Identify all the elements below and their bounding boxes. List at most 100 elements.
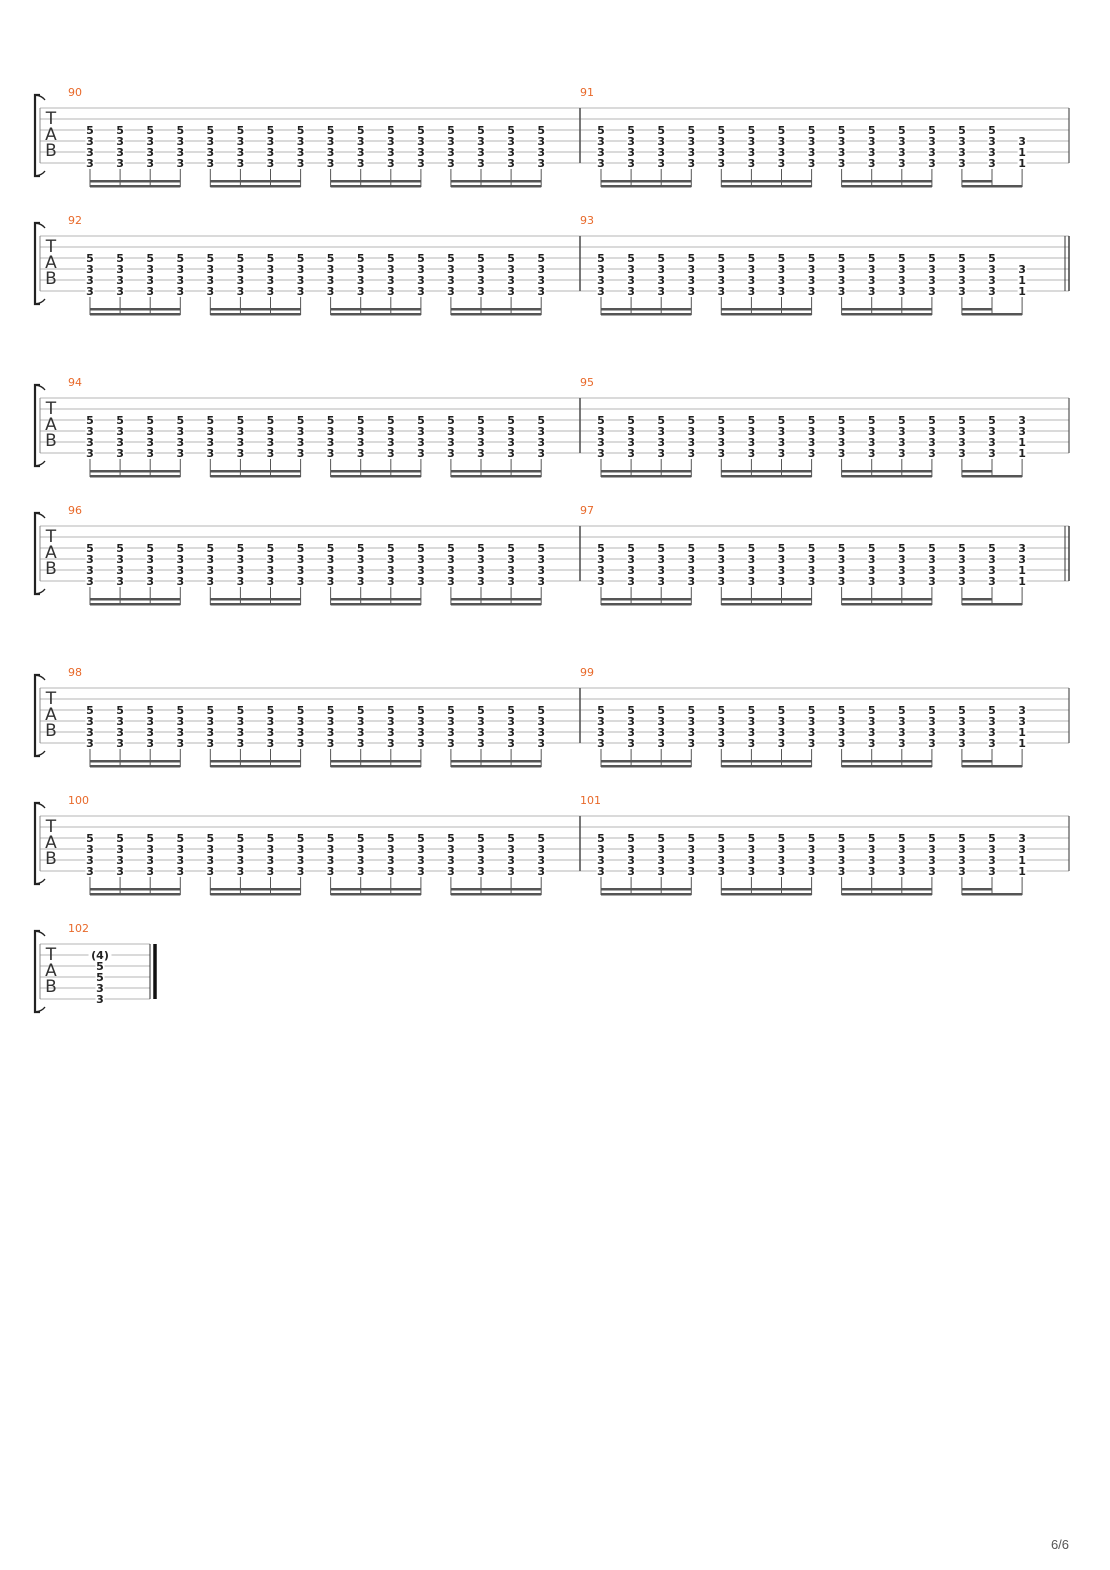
fret-number: 3 bbox=[237, 843, 245, 856]
fret-number: 3 bbox=[297, 737, 305, 750]
fret-mask bbox=[626, 844, 636, 853]
fret-mask bbox=[897, 844, 907, 853]
fret-mask bbox=[1017, 264, 1027, 273]
beam-secondary bbox=[330, 470, 421, 473]
fret-number: 5 bbox=[176, 124, 184, 137]
fret-number: 3 bbox=[206, 425, 214, 438]
beam-primary bbox=[450, 765, 542, 768]
fret-number: 3 bbox=[357, 843, 365, 856]
fret-mask bbox=[867, 147, 877, 156]
fret-number: 3 bbox=[687, 274, 695, 287]
tab-clef-letter: A bbox=[45, 415, 57, 435]
fret-mask bbox=[115, 554, 125, 563]
fret-mask bbox=[626, 716, 636, 725]
fret-number: 3 bbox=[206, 553, 214, 566]
fret-number: 3 bbox=[357, 575, 365, 588]
fret-number: 3 bbox=[958, 157, 966, 170]
fret-mask bbox=[837, 576, 847, 585]
fret-mask bbox=[115, 738, 125, 747]
fret-number: 5 bbox=[477, 542, 485, 555]
fret-number: 5 bbox=[808, 414, 816, 427]
fret-number: 5 bbox=[868, 252, 876, 265]
measure-number: 101 bbox=[580, 794, 601, 807]
fret-number: 5 bbox=[868, 704, 876, 717]
fret-mask bbox=[777, 543, 786, 552]
fret-number: 5 bbox=[657, 704, 665, 717]
system-bracket bbox=[33, 221, 40, 306]
fret-mask bbox=[1017, 855, 1027, 864]
tab-system: TAB9453335333533353335333533353335333533… bbox=[33, 376, 1070, 478]
fret-number: 3 bbox=[717, 854, 725, 867]
fret-mask bbox=[927, 716, 937, 725]
fret-mask bbox=[356, 866, 366, 875]
fret-number: 3 bbox=[778, 436, 786, 449]
fret-number: 3 bbox=[928, 436, 936, 449]
fret-mask bbox=[145, 264, 155, 273]
fret-number: 3 bbox=[717, 843, 725, 856]
fret-mask bbox=[386, 833, 396, 842]
fret-number: 3 bbox=[838, 575, 846, 588]
fret-mask bbox=[356, 716, 366, 725]
fret-number: 5 bbox=[808, 542, 816, 555]
fret-number: 5 bbox=[748, 414, 756, 427]
fret-mask bbox=[867, 543, 877, 552]
fret-mask bbox=[205, 565, 215, 574]
fret-mask bbox=[356, 158, 366, 167]
fret-mask bbox=[777, 576, 786, 585]
fret-number: 3 bbox=[657, 726, 665, 739]
fret-number: 5 bbox=[778, 252, 786, 265]
fret-mask bbox=[85, 705, 95, 714]
fret-number: 3 bbox=[1018, 542, 1026, 555]
fret-mask bbox=[235, 738, 245, 747]
fret-number: 3 bbox=[176, 274, 184, 287]
fret-mask bbox=[296, 705, 306, 714]
fret-number: 5 bbox=[176, 704, 184, 717]
measure-number: 90 bbox=[68, 86, 82, 99]
fret-mask bbox=[777, 253, 786, 262]
fret-number: 3 bbox=[537, 865, 545, 878]
beam-secondary bbox=[330, 308, 421, 311]
fret-number: 3 bbox=[116, 425, 124, 438]
system-bracket bbox=[33, 93, 40, 178]
fret-number: 5 bbox=[116, 832, 124, 845]
fret-number: 3 bbox=[417, 135, 425, 148]
system-bracket bbox=[33, 929, 40, 1014]
fret-mask bbox=[716, 738, 726, 747]
fret-mask bbox=[145, 253, 155, 262]
fret-number: 3 bbox=[838, 436, 846, 449]
fret-number: 3 bbox=[237, 447, 245, 460]
fret-number: 3 bbox=[116, 564, 124, 577]
fret-number: 5 bbox=[627, 252, 635, 265]
beam-secondary bbox=[841, 180, 932, 183]
fret-mask bbox=[235, 705, 245, 714]
fret-mask bbox=[85, 716, 95, 725]
fret-mask bbox=[777, 448, 786, 457]
fret-number: 5 bbox=[387, 124, 395, 137]
fret-mask bbox=[145, 855, 155, 864]
fret-mask bbox=[296, 738, 306, 747]
fret-mask bbox=[626, 158, 636, 167]
fret-mask bbox=[145, 125, 155, 134]
fret-number: 3 bbox=[146, 553, 154, 566]
fret-mask bbox=[416, 833, 426, 842]
fret-number: 3 bbox=[297, 564, 305, 577]
fret-mask bbox=[386, 855, 396, 864]
fret-mask bbox=[85, 136, 95, 145]
fret-number: 3 bbox=[717, 564, 725, 577]
fret-mask bbox=[927, 275, 937, 284]
bracket-bottom-hook bbox=[35, 750, 46, 757]
fret-number: 3 bbox=[1018, 704, 1026, 717]
fret-mask bbox=[115, 136, 125, 145]
fret-mask bbox=[837, 437, 847, 446]
fret-number: 5 bbox=[537, 252, 545, 265]
fret-mask bbox=[386, 253, 396, 262]
fret-number: 1 bbox=[1018, 146, 1026, 159]
fret-number: 5 bbox=[687, 542, 695, 555]
fret-mask bbox=[205, 426, 215, 435]
fret-number: 3 bbox=[146, 135, 154, 148]
fret-mask bbox=[686, 253, 696, 262]
measure-number: 94 bbox=[68, 376, 82, 389]
fret-number: 3 bbox=[868, 425, 876, 438]
fret-number: 5 bbox=[237, 542, 245, 555]
fret-mask bbox=[837, 275, 847, 284]
